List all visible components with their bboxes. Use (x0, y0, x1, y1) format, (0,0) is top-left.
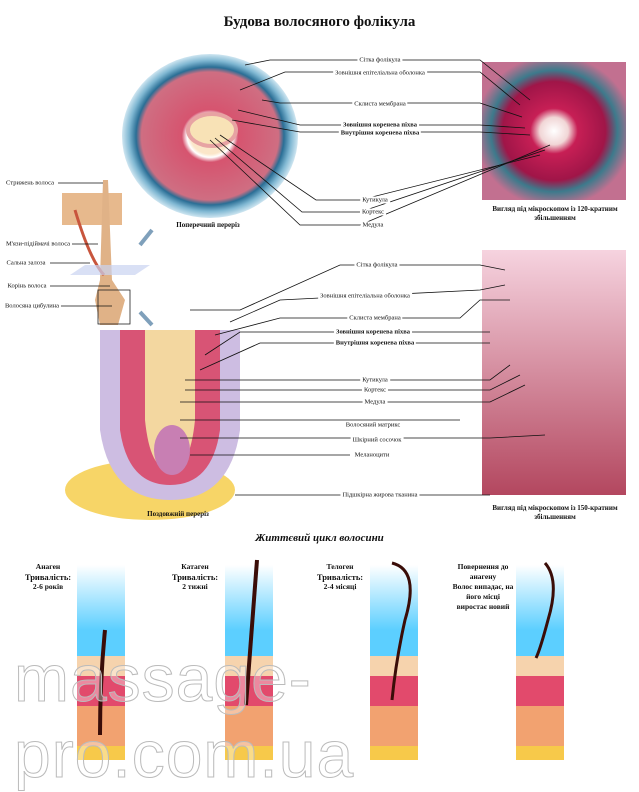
phase-name: Анаген (35, 562, 61, 571)
label-outer-epithelial-sheath: Зовнішня епітеліальна оболонка (333, 69, 427, 77)
label-arrector-pili: М'язи-підіймачі волоса (3, 240, 73, 248)
longitudinal-caption: Поздовжній переріз (147, 510, 209, 518)
page-title: Будова волосяного фолікула (223, 14, 416, 30)
label-dermal-papilla: Шкірний сосочок (350, 436, 404, 444)
cross-section-caption: Поперечний переріз (176, 221, 240, 229)
phase-return-to-anagen: Повернення до анагену Волос випадає, на … (452, 562, 514, 612)
micrograph-top-caption-line1: Вигляд під мікроскопом із 120-кратним (492, 205, 618, 213)
longitudinal-section-figure (65, 330, 240, 520)
label-sebaceous-gland: Сальна залоза (4, 259, 48, 267)
phase-name: Телоген (326, 562, 354, 571)
phase-catagen: Катаген Тривалість: 2 тижні (172, 562, 218, 592)
anagen-panel (77, 565, 125, 760)
phase-duration: 2-6 років (32, 582, 64, 591)
micrograph-longitudinal (482, 250, 626, 495)
hair-overview-figure (62, 180, 154, 327)
phase-duration-label: Тривалість: (171, 572, 219, 582)
label-hair-matrix: Волосяний матрикс (343, 421, 403, 429)
micrograph-top-caption-line2: збільшенням (534, 214, 576, 222)
label-long-cuticle: Кутикула (360, 376, 390, 384)
label-hair-bulb: Волосяна цибулина (2, 302, 62, 310)
label-melanocytes: Меланоцити (352, 451, 392, 459)
label-long-glassy-membrane: Склиста мембрана (347, 314, 403, 322)
telogen-panel (370, 561, 418, 760)
label-subcutaneous-fat: Підшкірна жирова тканина (340, 491, 420, 499)
label-hair-shaft: Стрижень волоса (4, 179, 56, 187)
label-hair-root: Корінь волоса (5, 282, 49, 290)
label-cortex: Кортекс (359, 208, 387, 216)
watermark: massage-pro.com.ua (14, 641, 355, 792)
phase-name: Катаген (181, 562, 209, 571)
micrograph-cross-section (482, 62, 626, 200)
life-cycle-title: Життєвий цикл волосини (255, 532, 384, 544)
phase-name: Повернення до анагену (457, 562, 509, 581)
label-medulla: Медула (360, 221, 386, 229)
label-inner-root-sheath: Внутрішня коренева піхва (338, 129, 422, 137)
label-long-inner-root-sheath: Внутрішня коренева піхва (333, 339, 417, 347)
phase-duration: 2 тижні (182, 582, 208, 591)
label-outer-root-sheath: Зовнішня коренева піхва (341, 121, 419, 129)
phase-anagen: Анаген Тривалість: 2-6 років (25, 562, 71, 592)
cross-section-figure (122, 54, 298, 218)
label-follicle-network: Сітка фолікула (357, 56, 403, 64)
life-cycle-panels (77, 559, 564, 760)
phase-duration: 2-4 місяці (323, 582, 357, 591)
catagen-panel (225, 559, 273, 760)
micrograph-bottom-caption-line1: Вигляд під мікроскопом із 150-кратним (492, 504, 618, 512)
label-long-medulla: Медула (362, 398, 388, 406)
phase-duration: виростає новий (456, 602, 510, 611)
label-long-cortex: Кортекс (361, 386, 389, 394)
label-long-outer-root-sheath: Зовнішня коренева піхва (334, 328, 412, 336)
phase-telogen: Телоген Тривалість: 2-4 місяці (317, 562, 363, 592)
label-glassy-membrane: Склиста мембрана (352, 100, 408, 108)
micrograph-bottom-caption-line2: збільшенням (534, 513, 576, 521)
label-long-outer-epithelial-sheath: Зовнішня епітеліальна оболонка (318, 292, 412, 300)
label-cuticle: Кутикула (360, 196, 390, 204)
label-long-follicle-network: Сітка фолікула (354, 261, 400, 269)
phase-duration-label: Тривалість: (316, 572, 364, 582)
return-to-anagen-panel (516, 562, 564, 760)
phase-duration-label: Волос випадає, на його місці (452, 582, 514, 601)
phase-duration-label: Тривалість: (24, 572, 72, 582)
